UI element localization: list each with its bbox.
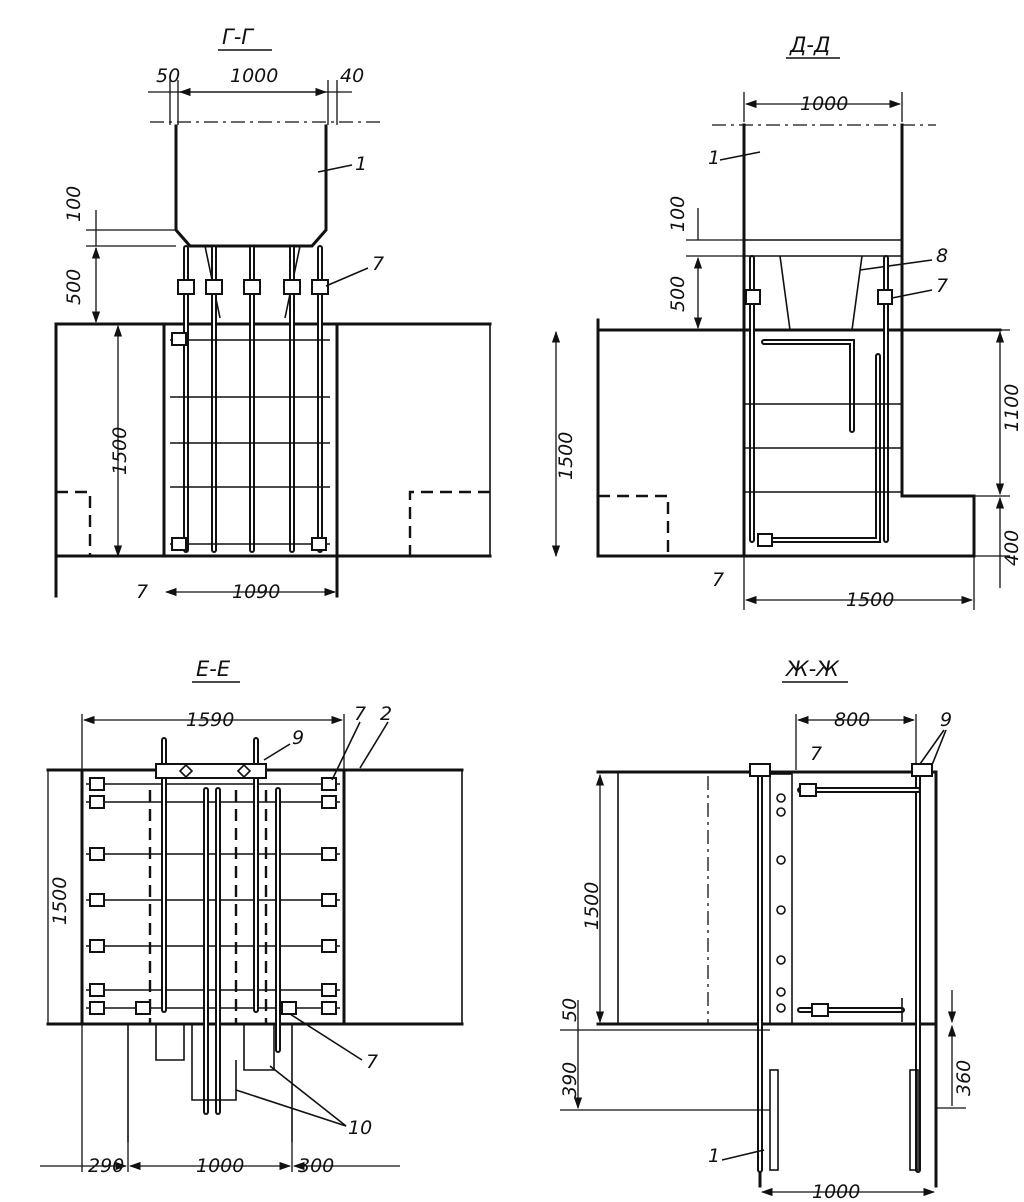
- pit-walls: [162, 322, 339, 598]
- dim-label: 1500: [555, 432, 577, 480]
- leader-line: [289, 1013, 363, 1061]
- chute-8: [779, 255, 863, 331]
- dim-label: 500: [63, 269, 85, 305]
- dim-label: 40: [340, 65, 364, 87]
- section-zh-zh: Ж-Ж 800 9: [559, 657, 975, 1202]
- leader-line: [359, 721, 389, 769]
- part-callout-7: 7: [810, 743, 822, 765]
- dim-label: 1000: [800, 93, 848, 115]
- leader-line: [317, 164, 353, 173]
- section-title: Г-Г: [222, 25, 255, 49]
- dim-label: 1090: [232, 581, 280, 603]
- dim-label: 1500: [581, 882, 603, 930]
- section-d-d: Д-Д 1000 1 8 7 100 500 1500: [551, 33, 1023, 611]
- rod-clamps: [745, 289, 893, 547]
- leader-line: [331, 721, 361, 781]
- pit-step: [742, 494, 976, 558]
- hidden-left: [598, 494, 670, 556]
- part-callout-9: 9: [940, 709, 952, 731]
- part-callout-7: 7: [936, 275, 948, 297]
- part-callout-1: 1: [355, 153, 367, 175]
- part-callout-1: 1: [708, 147, 720, 169]
- rod-grid-vertical: [148, 737, 281, 1115]
- part-callout-1: 1: [708, 1145, 720, 1167]
- part-callout-8: 8: [936, 245, 948, 267]
- dim-label: 390: [559, 1062, 581, 1098]
- leader-line: [325, 267, 369, 287]
- dim-label: 290: [88, 1155, 124, 1177]
- plate-holes: [776, 793, 786, 1013]
- dim-label: 1000: [812, 1181, 860, 1202]
- dim-label: 1590: [186, 709, 234, 731]
- rod-clamps: [89, 763, 337, 1015]
- section-e-e: Е-Е 1590 1500: [40, 657, 464, 1177]
- leader-line: [235, 1089, 347, 1127]
- dim-label: 1500: [49, 877, 71, 925]
- section-title: Е-Е: [196, 657, 231, 681]
- leader-line: [719, 151, 761, 161]
- section-g-g: Г-Г 50 1000 40 1 100 500 1500: [54, 25, 492, 603]
- hidden-right: [408, 490, 490, 556]
- rod-clamps: [171, 279, 329, 551]
- leader-line: [919, 729, 945, 765]
- rod-grid-horizontal: [86, 783, 340, 1009]
- dim-label: 800: [834, 709, 870, 731]
- hopper-walls: [742, 123, 904, 558]
- dim-label: 50: [156, 65, 180, 87]
- hopper-outline: [174, 124, 328, 248]
- dim-label: 1100: [1001, 384, 1023, 432]
- leader-line: [859, 259, 933, 271]
- part-callout-9: 9: [292, 727, 304, 749]
- dim-label: 500: [667, 276, 689, 312]
- part-callout-7: 7: [366, 1051, 378, 1073]
- leader-line: [891, 289, 933, 299]
- leader-line: [263, 743, 291, 761]
- part-callout-10: 10: [348, 1117, 372, 1139]
- section-title: Ж-Ж: [784, 657, 840, 681]
- part-callout-7: 7: [136, 581, 148, 603]
- leader-line: [721, 1149, 765, 1161]
- part-callout-7: 7: [712, 569, 724, 591]
- dim-label: 300: [298, 1155, 334, 1177]
- dim-label: 1000: [230, 65, 278, 87]
- part-callout-7: 7: [372, 253, 384, 275]
- dim-label: 100: [667, 196, 689, 232]
- lower-pit-walls: [127, 1024, 293, 1142]
- dim-label: 360: [953, 1060, 975, 1096]
- dim-label: 400: [1001, 530, 1023, 566]
- dim-label: 1500: [846, 589, 894, 611]
- dim-label: 100: [63, 186, 85, 222]
- part-callout-2: 2: [380, 703, 392, 725]
- leader-line: [269, 1065, 347, 1127]
- slotted-plate: [769, 773, 793, 1025]
- rod-grid: [170, 245, 330, 553]
- hidden-left: [56, 490, 92, 556]
- pit-walls: [80, 768, 346, 1026]
- part-callout-7: 7: [354, 703, 366, 725]
- wall-left: [596, 318, 746, 558]
- rod-set: [749, 763, 933, 1173]
- dim-label: 1500: [109, 427, 131, 475]
- dim-label: 1000: [196, 1155, 244, 1177]
- section-title: Д-Д: [789, 33, 830, 57]
- dim-label: 50: [559, 998, 581, 1022]
